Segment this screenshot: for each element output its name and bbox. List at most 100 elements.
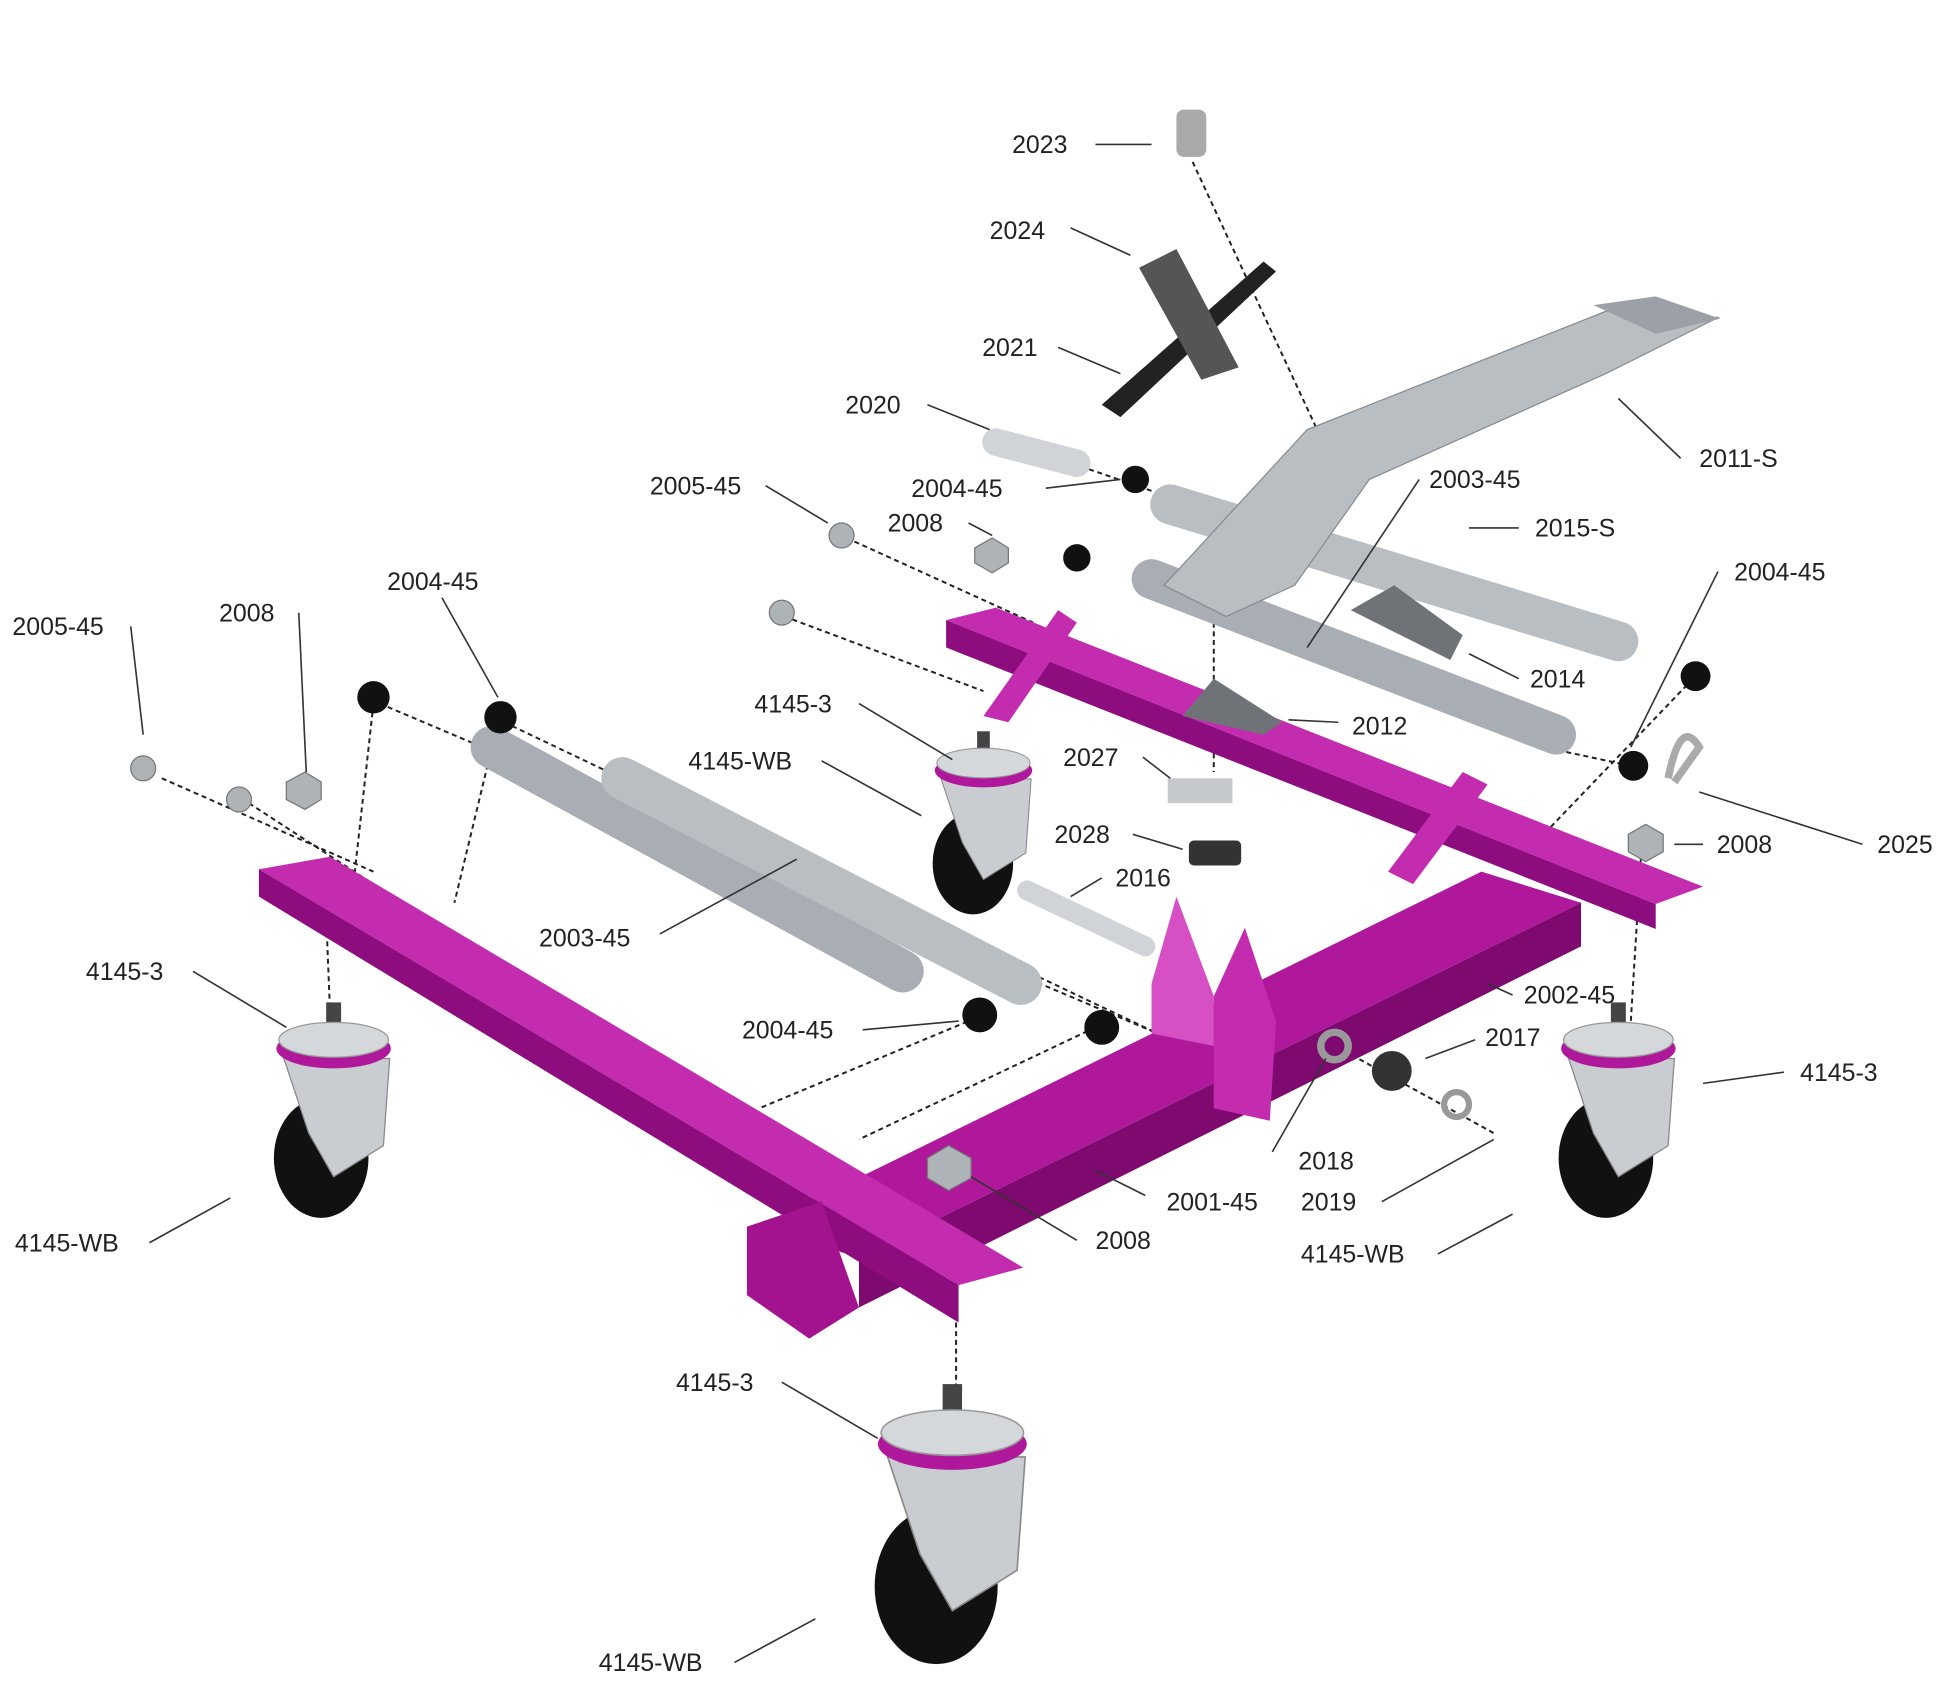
leader-line [927,403,990,431]
loop-2024 [1139,249,1239,380]
leader-line [1468,653,1520,680]
part-number-label: 2023 [1012,131,1067,159]
rear-rail-side [946,620,1656,929]
part-number-label: 2019 [1301,1188,1356,1216]
callout-2003-45: 2003-45 [1306,466,1520,648]
leader-line [1437,1213,1513,1255]
washer-2018 [1317,1028,1352,1064]
leader-line [765,484,829,524]
leader-line [148,1197,231,1244]
leader-line [129,626,144,735]
caster [932,731,1033,915]
callout-2002-45: 2002-45 [1487,982,1615,1010]
callout-2020: 2020 [845,391,990,431]
part-number-label: 2014 [1530,665,1586,693]
callout-4145-3: 4145-3 [676,1369,879,1439]
casters-4145 [273,731,1676,1665]
part-number-label: 2008 [888,510,943,538]
part-number-label: 4145-3 [754,690,832,718]
callout-2028: 2028 [1054,821,1183,851]
part-number-label: 2018 [1298,1147,1353,1175]
callout-2001-45: 2001-45 [1095,1169,1258,1216]
leader-line [1057,346,1121,375]
leader-line [1306,478,1420,648]
callout-2003-45: 2003-45 [539,858,798,952]
callout-2015-S: 2015-S [1468,515,1615,543]
part-number-label: 4145-3 [86,958,164,986]
part-number-label: 2008 [1717,831,1772,859]
leader-line [968,522,993,537]
callout-4145-3: 4145-3 [754,690,953,761]
callout-2023: 2023 [1012,131,1152,159]
part-number-label: 2015-S [1535,515,1615,543]
part-number-label: 2005-45 [12,613,103,641]
callout-2008: 2008 [970,1176,1151,1255]
rear-rail-2002-45 [946,607,1704,905]
leader-line [192,970,287,1029]
leader-line [1630,571,1719,748]
callout-2018: 2018 [1271,1058,1354,1175]
spring-2017 [1371,1050,1412,1091]
leader-line [821,760,922,817]
callout-2011-S: 2011-S [1617,397,1778,473]
plate-2027 [1167,778,1233,804]
part-number-label: 2024 [990,217,1046,245]
callout-2012: 2012 [1288,713,1407,741]
leader-line [781,1381,879,1439]
part-number-label: 2028 [1054,821,1109,849]
caster [874,1384,1027,1665]
part-number-label: 4145-WB [688,748,792,776]
part-number-label: 4145-3 [1800,1059,1878,1087]
callout-4145-3: 4145-3 [1702,1059,1878,1087]
callout-2005-45: 2005-45 [12,613,144,735]
part-number-label: 2005-45 [650,472,741,500]
part-number-label: 2025 [1877,831,1932,859]
part-number-label: 2001-45 [1166,1188,1257,1216]
leader-line [441,597,499,698]
leader-line [1070,227,1131,257]
callout-2004-45: 2004-45 [742,1017,959,1045]
bolt-2023 [1176,109,1207,157]
part-number-label: 2004-45 [387,568,478,596]
callout-2008: 2008 [219,599,308,773]
bushings-2004-45 [357,465,1711,1045]
bolts-and-nuts [130,522,1664,1192]
callout-2021: 2021 [982,334,1121,375]
leader-line [970,1176,1078,1241]
leader-line [1381,1138,1495,1203]
part-number-label: 4145-WB [15,1229,119,1257]
part-number-label: 4145-WB [599,1649,703,1677]
part-number-label: 2003-45 [539,924,630,952]
upright-bracket-left [1151,896,1214,1047]
leader-line [1699,791,1863,846]
pad-2028 [1188,840,1242,866]
callout-2024: 2024 [990,217,1131,257]
part-number-label: 2021 [982,334,1037,362]
part-number-label: 2004-45 [1734,558,1825,586]
leader-line [1271,1058,1327,1153]
part-number-label: 2002-45 [1524,982,1615,1010]
washer-2019 [1440,1088,1473,1121]
callout-2017: 2017 [1425,1024,1541,1060]
part-number-label: 2016 [1115,865,1170,893]
leader-line [1425,1039,1476,1060]
callout-4145-WB: 4145-WB [15,1197,231,1257]
leader-line [862,1020,959,1031]
upright-bracket-right [1213,927,1277,1121]
part-number-label: 2017 [1485,1024,1540,1052]
callout-2025: 2025 [1699,791,1933,859]
leader-line [1095,1169,1146,1197]
leader-line [1617,397,1682,459]
pivot-bracket-right [1388,772,1488,885]
part-number-label: 2027 [1063,744,1118,772]
callout-2019: 2019 [1301,1138,1495,1216]
block-2012 [1182,678,1283,735]
callout-2016: 2016 [1070,865,1171,898]
leader-line [1487,983,1513,996]
leader-line [659,858,798,935]
leader-line [1702,1071,1785,1085]
callout-2004-45: 2004-45 [911,475,1121,503]
part-number-label: 2004-45 [742,1017,833,1045]
pivot-bracket-left [983,610,1077,723]
